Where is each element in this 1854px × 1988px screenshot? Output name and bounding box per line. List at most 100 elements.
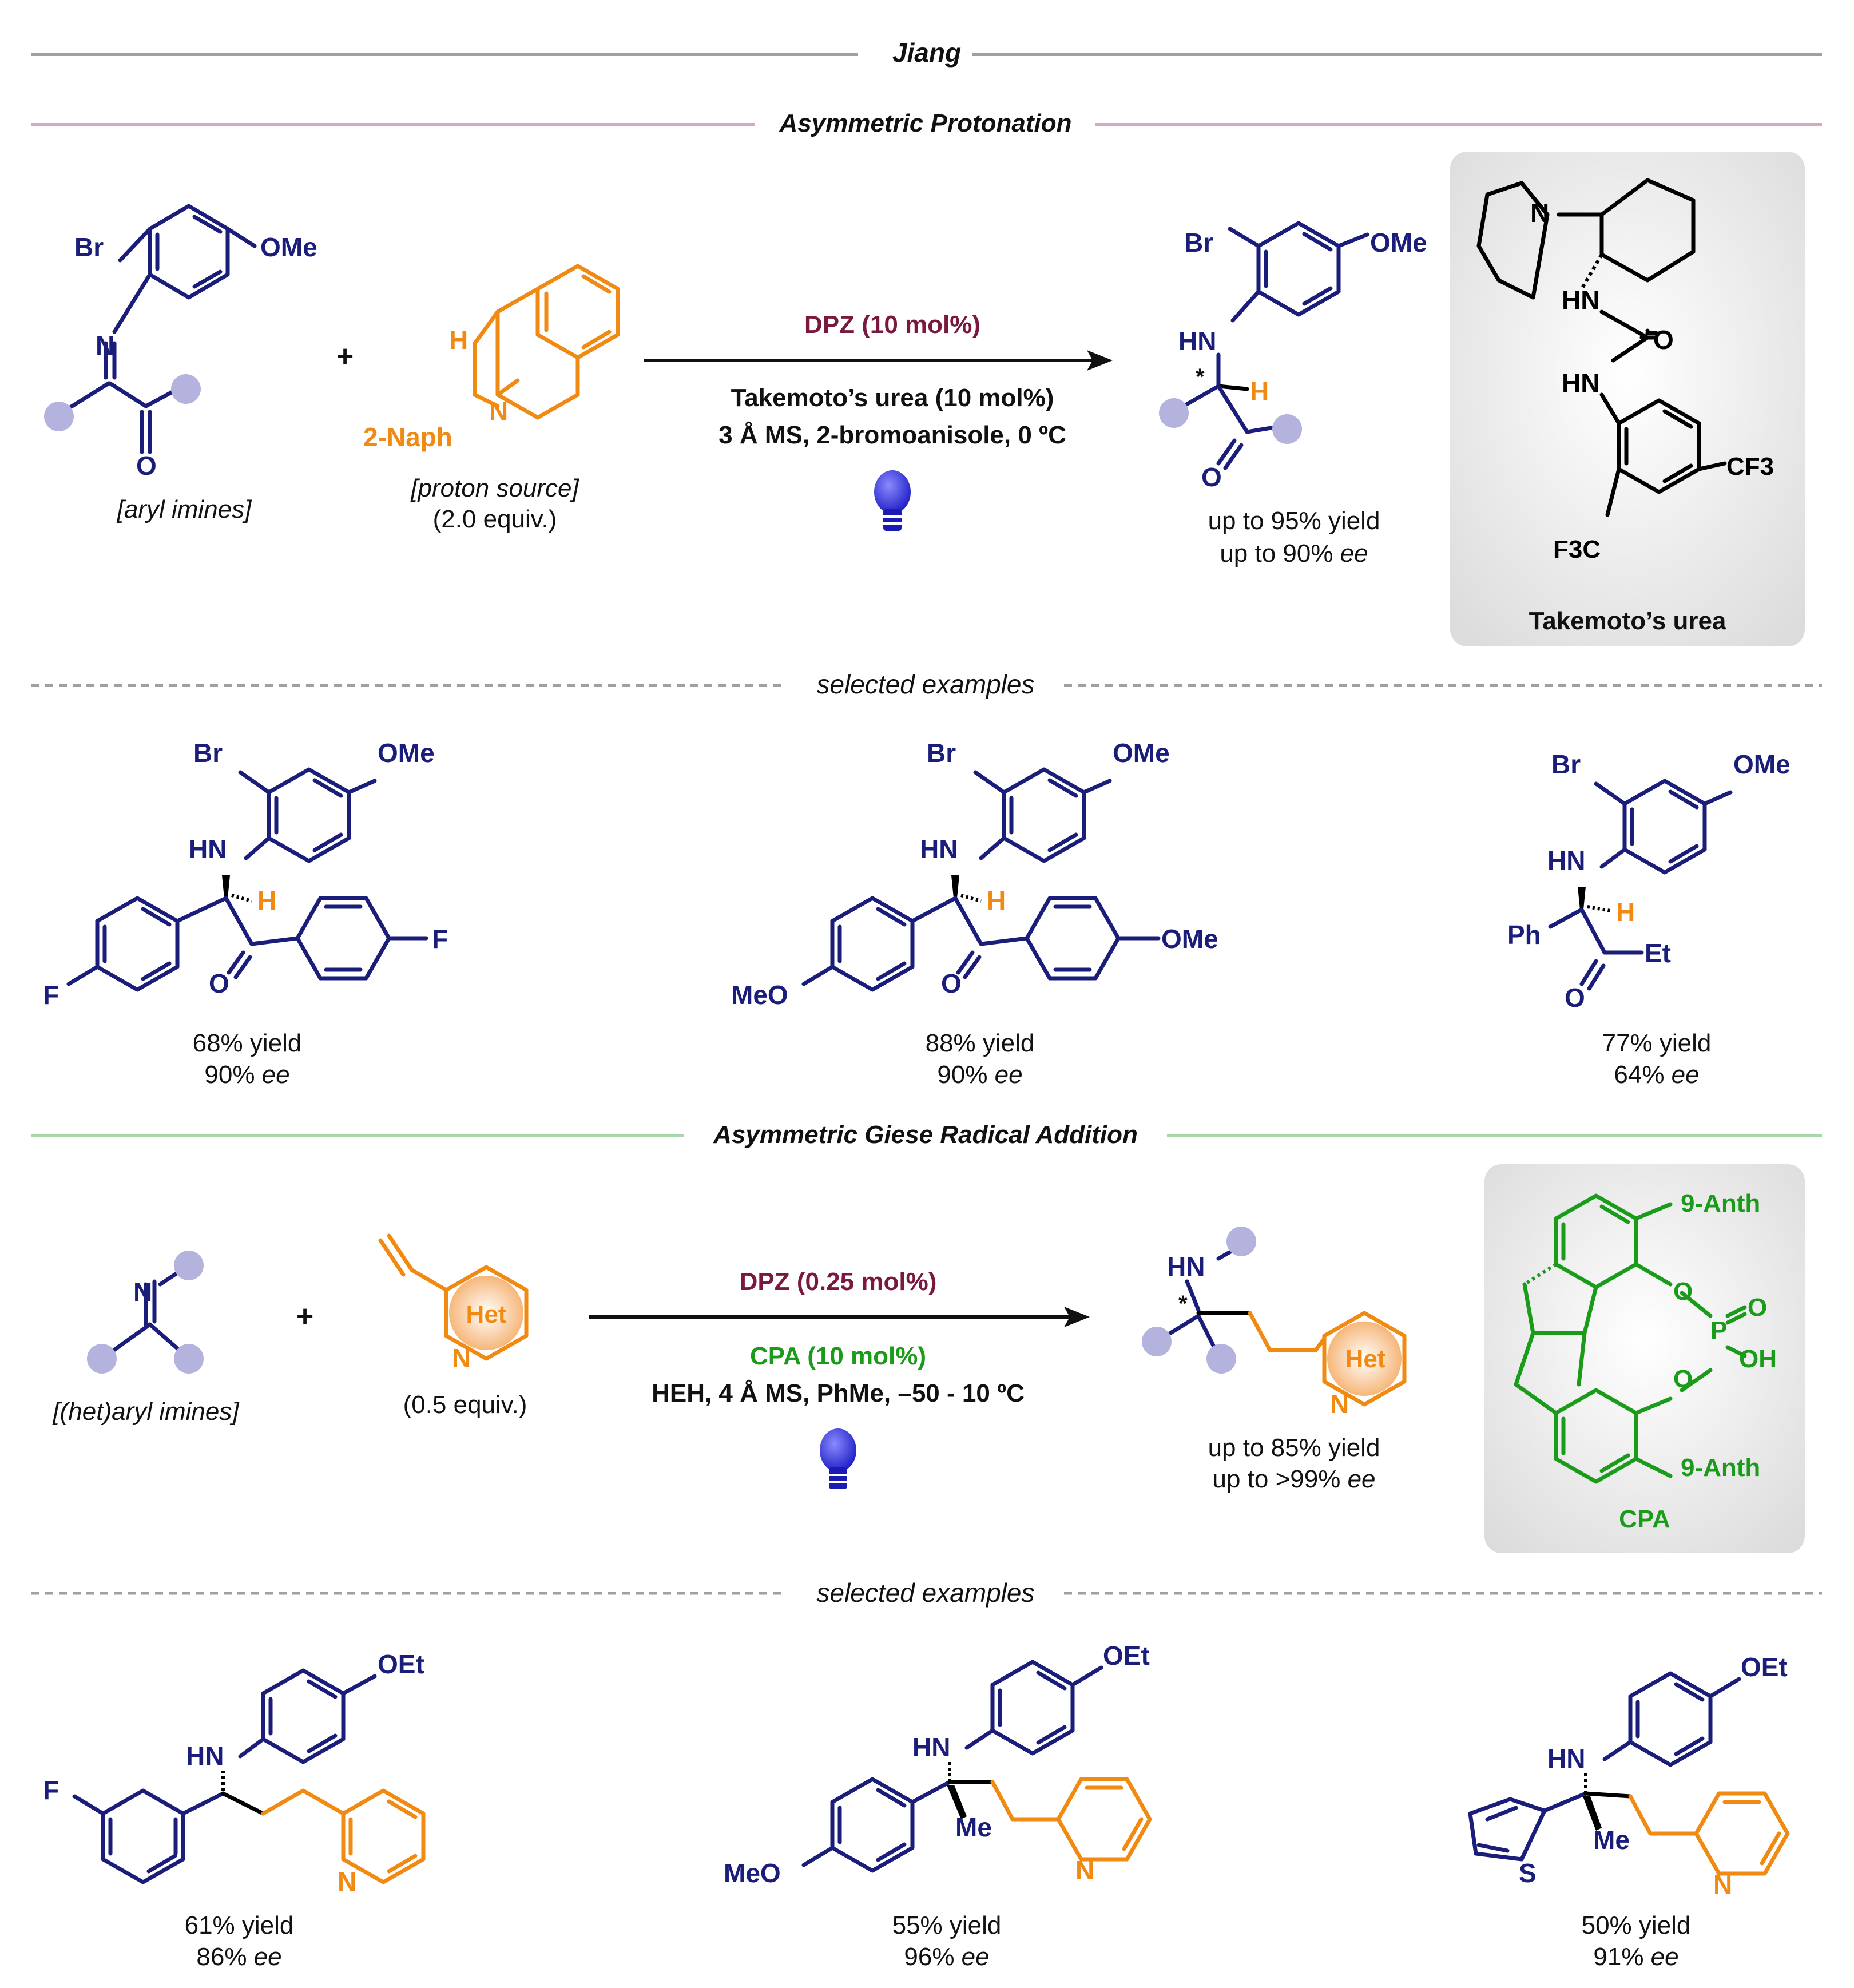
ex2c-oet: OEt <box>1741 1652 1788 1682</box>
reactant2-equiv: (2.0 equiv.) <box>433 505 557 533</box>
p1-atom-o: O <box>1201 462 1222 492</box>
atom-br: Br <box>74 232 104 262</box>
tk-atom-f3c: F3C <box>1553 535 1601 564</box>
ex2c-yield: 50% yield <box>1582 1911 1691 1939</box>
reactant1-aryl-imine <box>44 204 257 454</box>
ex2c-ee-value: 91% <box>1593 1943 1650 1971</box>
product2 <box>1142 1227 1407 1407</box>
takemoto-urea-label: Takemoto’s urea <box>1529 607 1726 635</box>
plus-sign-1: + <box>336 340 354 373</box>
ex2c-ee-label: ee <box>1651 1943 1679 1971</box>
reactant1-het-aryl-imine <box>87 1251 204 1374</box>
ex1a-ome: OMe <box>378 738 435 768</box>
ex2c-hn: HN <box>1547 1744 1585 1773</box>
ex1c-o: O <box>1565 983 1585 1013</box>
catalyst-1: Takemoto’s urea (10 mol%) <box>731 384 1054 412</box>
p1-atom-br: Br <box>1184 228 1213 257</box>
reactant1-label-2: [(het)aryl imines] <box>52 1398 240 1426</box>
ex1b-ee-value: 90% <box>937 1061 994 1089</box>
ex1c-ee-label: ee <box>1672 1061 1700 1089</box>
atom-ome: OMe <box>260 232 317 262</box>
cpa-o-top: O <box>1673 1277 1693 1306</box>
example-1a <box>66 767 428 992</box>
examples-label-2: selected examples <box>817 1578 1035 1608</box>
cpa-anth-top: 9-Anth <box>1681 1189 1760 1217</box>
ex2c-n: N <box>1713 1870 1732 1899</box>
ex1b-yield: 88% yield <box>926 1029 1035 1057</box>
ex1c-ph: Ph <box>1507 920 1541 950</box>
ex2a-yield: 61% yield <box>185 1911 294 1939</box>
p1-atom-h: H <box>1250 376 1269 406</box>
example-2a <box>72 1668 426 1884</box>
p1-star: * <box>1196 364 1205 390</box>
ex1a-f-right: F <box>432 924 448 954</box>
r2-het: Het <box>466 1300 507 1328</box>
cpa-o-bottom: O <box>1673 1365 1693 1393</box>
p1-atom-ome: OMe <box>1370 228 1427 257</box>
reactant2-label: [proton source] <box>410 474 579 502</box>
header-title: Jiang <box>892 38 961 68</box>
ex2a-hn: HN <box>186 1741 224 1771</box>
ex1b-ome-right: OMe <box>1161 924 1218 954</box>
r2-atom-n: N <box>133 1277 152 1307</box>
ex1c-h: H <box>1616 897 1635 927</box>
conditions-2: HEH, 4 Å MS, PhMe, –50 - 10 ºC <box>652 1379 1025 1407</box>
tk-atom-o: O <box>1653 325 1674 355</box>
cpa-label: CPA <box>1619 1505 1670 1533</box>
photocatalyst-2: DPZ (0.25 mol%) <box>740 1268 937 1296</box>
product2-ee: up to >99% ee <box>1212 1465 1375 1493</box>
p2-atom-n: N <box>1330 1389 1349 1419</box>
ex2a-n: N <box>338 1867 356 1896</box>
p2-atom-hn: HN <box>1167 1252 1205 1281</box>
ex1b-hn: HN <box>920 834 958 864</box>
product1-ee-value: up to 90% <box>1220 539 1340 568</box>
ex2a-ee-label: ee <box>254 1943 282 1971</box>
product2-ee-value: up to >99% <box>1212 1465 1347 1493</box>
ex2b-ee: 96% ee <box>904 1943 989 1971</box>
product1-ee-label: ee <box>1340 539 1368 568</box>
section1-title: Asymmetric Protonation <box>779 109 1072 137</box>
ex1a-yield: 68% yield <box>193 1029 302 1057</box>
conditions-1: 3 Å MS, 2-bromoanisole, 0 ºC <box>718 421 1066 449</box>
photocatalyst-1: DPZ (10 mol%) <box>804 311 980 339</box>
tk-atom-hn2: HN <box>1562 368 1599 398</box>
product1-yield: up to 95% yield <box>1208 507 1380 535</box>
cpa-oh: OH <box>1739 1345 1777 1373</box>
example-2c <box>1468 1671 1790 1876</box>
ex1b-meo: MeO <box>731 980 788 1010</box>
ex1b-ome: OMe <box>1113 738 1170 768</box>
section2-title: Asymmetric Giese Radical Addition <box>713 1121 1138 1149</box>
tk-atom-n: N <box>1530 198 1549 228</box>
takemoto-urea-box <box>1450 152 1805 646</box>
product1 <box>1159 221 1369 470</box>
reactant2-equiv-2: (0.5 equiv.) <box>403 1391 527 1419</box>
ex1b-ee: 90% ee <box>937 1061 1022 1089</box>
ex2b-oet: OEt <box>1103 1641 1150 1670</box>
ex1b-h: H <box>987 886 1006 915</box>
ex1a-ee-label: ee <box>262 1061 290 1089</box>
tk-atom-hn1: HN <box>1562 285 1599 315</box>
catalyst-2: CPA (10 mol%) <box>750 1342 926 1370</box>
ex1c-yield: 77% yield <box>1602 1029 1712 1057</box>
p2-het: Het <box>1345 1345 1386 1373</box>
lightbulb-icon-2 <box>820 1428 856 1489</box>
ex1a-h: H <box>257 886 276 915</box>
ex2b-meo: MeO <box>724 1858 781 1888</box>
cpa-anth-bottom: 9-Anth <box>1681 1454 1760 1482</box>
atom-o: O <box>136 451 157 481</box>
example-1c <box>1548 779 1733 991</box>
ex1a-f-left: F <box>43 980 59 1010</box>
product2-ee-label: ee <box>1348 1465 1376 1493</box>
reaction-arrow-2 <box>589 1307 1090 1327</box>
ex2b-n: N <box>1075 1855 1094 1885</box>
p1-atom-hn: HN <box>1178 326 1216 356</box>
ex2b-me: Me <box>955 1812 992 1842</box>
ex1c-et: Et <box>1645 938 1671 968</box>
ex1c-ee: 64% ee <box>1614 1061 1699 1089</box>
atom-naph: 2-Naph <box>363 422 452 452</box>
ex1a-o: O <box>209 969 229 998</box>
plus-sign-2: + <box>296 1300 313 1333</box>
ex1b-o: O <box>941 969 962 998</box>
ex1a-br: Br <box>193 738 223 768</box>
